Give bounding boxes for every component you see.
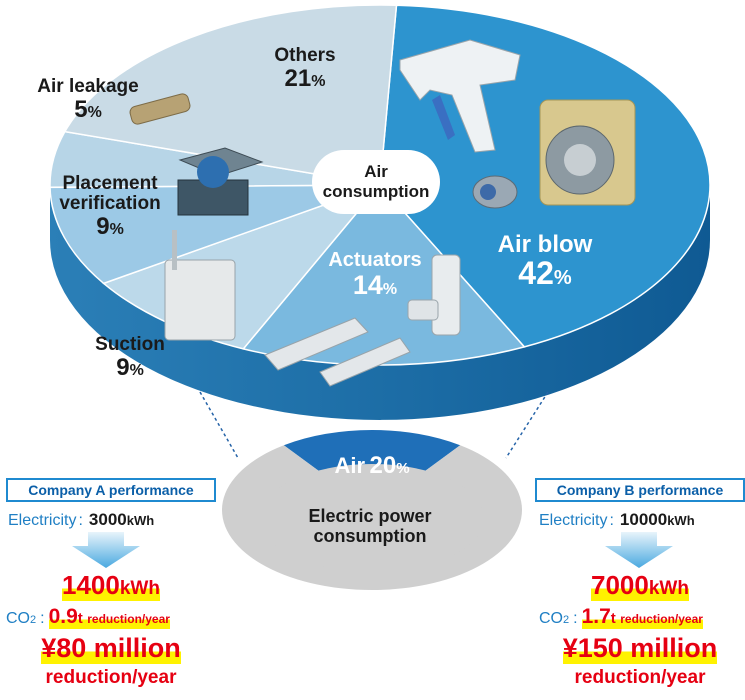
pie-slice-others [63, 4, 398, 186]
company-a-co2: CO2:0.9t reduction/year [6, 605, 170, 629]
down-arrow-icon [535, 530, 745, 570]
company-a-money: ¥80 million [41, 633, 181, 664]
company-b-electricity: Electricity:10000kWh [539, 510, 695, 529]
company-b-co2: CO2:1.7t reduction/year [539, 605, 703, 629]
actuators-label: Actuators 14% [328, 249, 422, 300]
suction-unit-icon [164, 230, 236, 341]
company-a-panel: Company A performance Electricity:3000kW… [6, 478, 216, 689]
company-a-saving: 1400kWh [62, 570, 160, 601]
company-a-money-suffix: reduction/year [45, 667, 177, 688]
fitting-icon [407, 254, 461, 336]
pie-side-wall [50, 185, 710, 420]
placement-verification-label: Placement verification 9% [59, 173, 161, 240]
pie-slice-placement-verification [49, 184, 381, 285]
air-gun-icon [399, 39, 521, 153]
suction-label: Suction 9% [95, 334, 165, 381]
nozzle-icon [472, 175, 518, 209]
others-label: Others 21% [274, 45, 336, 92]
company-a-electricity: Electricity:3000kWh [8, 510, 155, 529]
cylinder-icon [264, 317, 411, 387]
company-a-title: Company A performance [6, 478, 216, 502]
rotary-actuator-icon [539, 99, 636, 206]
company-b-panel: Company B performance Electricity:10000k… [535, 478, 745, 689]
down-arrow-icon [6, 530, 216, 570]
regulator-icon [129, 93, 191, 125]
air-share-label: Air 20% [334, 452, 410, 479]
company-b-saving: 7000kWh [591, 570, 689, 601]
air-blow-label: Air blow 42% [497, 231, 593, 292]
ep-inner [260, 464, 484, 572]
company-b-money-suffix: reduction/year [574, 667, 706, 688]
connector-line [199, 391, 239, 459]
company-b-title: Company B performance [535, 478, 745, 502]
company-b-money: ¥150 million [562, 633, 718, 664]
sensor-table-icon [177, 147, 264, 216]
connector-line [505, 391, 549, 459]
air-leakage-label: Air leakage 5% [37, 76, 139, 123]
